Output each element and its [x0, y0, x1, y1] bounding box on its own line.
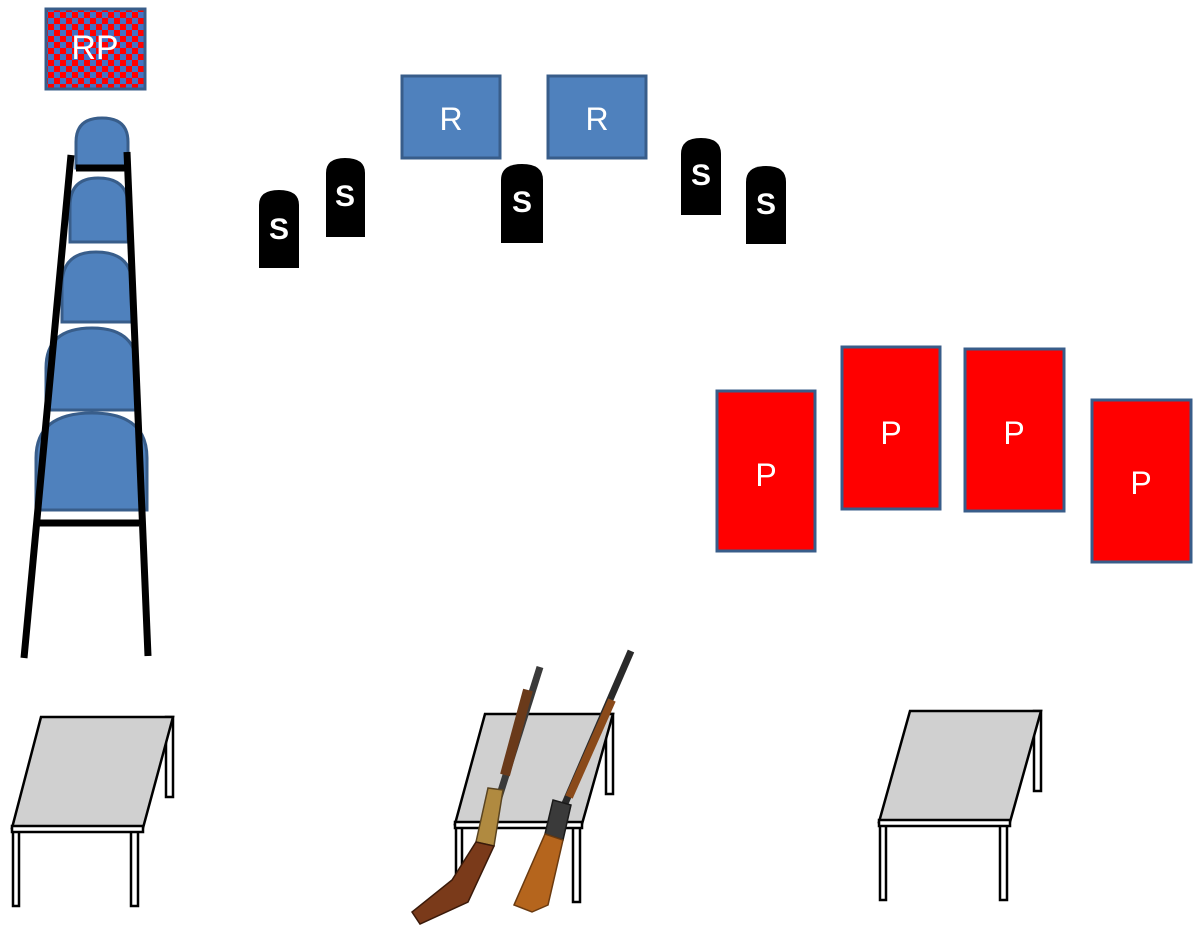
steel-target-4: S [681, 138, 721, 215]
steel-target-2: S [326, 158, 365, 237]
s-label-1: S [269, 213, 289, 246]
rp-target: RP [44, 7, 147, 91]
rifle-icon [513, 649, 635, 913]
p-label-3: P [1003, 415, 1024, 451]
ladder-icon [20, 151, 152, 659]
r-target-1: R [400, 74, 502, 160]
rp-label: RP [71, 29, 118, 67]
table-left [10, 715, 175, 908]
stack-target-4 [44, 326, 139, 412]
s-label-3: S [512, 186, 532, 219]
r-label-2: R [585, 101, 608, 137]
r-target-2: R [546, 74, 648, 160]
stack-target-2 [68, 176, 130, 244]
steel-target-3: S [501, 164, 543, 243]
p-label-1: P [755, 457, 776, 493]
shotgun-icon [410, 665, 544, 925]
p-target-1: P [715, 389, 817, 553]
s-label-2: S [335, 180, 355, 213]
ladder-stack [20, 116, 152, 659]
p-target-2: P [840, 345, 942, 511]
p-label-2: P [880, 415, 901, 451]
p-target-4: P [1090, 398, 1193, 564]
stack-target-1 [74, 116, 130, 170]
p-label-4: P [1130, 465, 1151, 501]
steel-target-1: S [259, 190, 299, 268]
steel-target-5: S [746, 166, 786, 244]
r-label-1: R [439, 101, 462, 137]
table-right [877, 709, 1043, 902]
s-label-4: S [691, 159, 711, 192]
stack-target-3 [60, 250, 134, 324]
p-target-3: P [963, 347, 1066, 513]
s-label-5: S [756, 188, 776, 221]
stack-target-5 [34, 411, 149, 512]
